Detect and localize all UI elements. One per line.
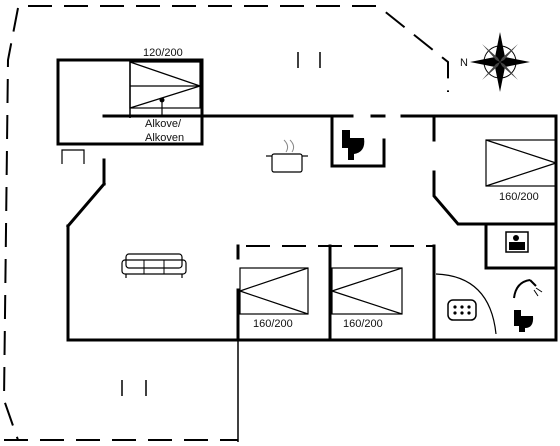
alcove-bed	[129, 61, 201, 116]
cooking-pot-icon	[266, 139, 308, 173]
whirlpool-icon	[447, 299, 477, 321]
middle-right-bedroom-bed-size: 160/200	[343, 318, 383, 330]
sauna-icon	[505, 231, 529, 253]
middle-left-bedroom-bed	[239, 267, 309, 315]
toilet-icon	[342, 130, 365, 160]
terrace-outline	[2, 5, 449, 442]
right-bedroom-bed	[485, 139, 557, 187]
alcove-bed-size: 120/200	[143, 47, 183, 59]
alcove-label-line2: Alkoven	[145, 132, 184, 144]
shower-icon	[513, 279, 543, 299]
middle-left-bedroom-bed-size: 160/200	[253, 318, 293, 330]
right-bedroom-bed-size: 160/200	[499, 191, 539, 203]
alcove-label-line1: Alkove/	[145, 118, 182, 130]
walls	[56, 58, 558, 342]
toilet-icon	[514, 310, 534, 332]
window-marks	[121, 52, 321, 396]
sofa-icon	[121, 253, 187, 278]
middle-right-bedroom-bed	[331, 267, 403, 315]
compass-icon	[470, 32, 530, 92]
compass-north-label: N	[460, 57, 468, 69]
